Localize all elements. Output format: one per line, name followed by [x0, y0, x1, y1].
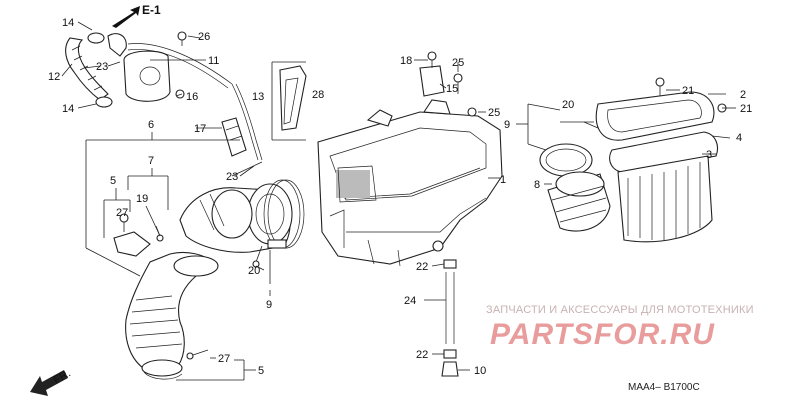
callout-27-upper: 27: [116, 207, 128, 219]
leader-lines: [61, 21, 736, 381]
callout-21-bottom: 21: [740, 103, 752, 115]
callout-27-lower: 27: [218, 353, 230, 365]
callout-13: 13: [252, 91, 264, 103]
callout-20-lower: 20: [248, 265, 260, 277]
part-28-strip: [271, 61, 307, 141]
filter-element-group: [595, 91, 719, 243]
callout-24: 24: [404, 295, 416, 307]
intake-duct-group: [179, 179, 305, 268]
callout-14-top: 14: [62, 17, 74, 29]
callout-15: 15: [446, 83, 458, 95]
front-arrow-icon: [30, 370, 68, 396]
callout-2: 2: [740, 89, 746, 101]
callout-22-top: 22: [416, 261, 428, 273]
drain-assembly: [441, 259, 459, 377]
callout-3: 3: [706, 149, 712, 161]
filter-connector-group: [539, 121, 611, 232]
front-direction-indicator: FR.: [30, 367, 73, 396]
callout-9-right: 9: [504, 119, 510, 131]
callout-5-lower: 5: [258, 365, 264, 377]
callout-8: 8: [534, 179, 540, 191]
callout-20-right: 20: [562, 99, 574, 111]
callout-22-bottom: 22: [416, 349, 428, 361]
air-cleaner-housing: [317, 99, 503, 267]
callout-1: 1: [500, 174, 506, 186]
callout-14-bottom: 14: [62, 103, 74, 115]
callout-labels: 1 2 3 4 5 5 6 7 8 9 9 10 11 12 13 14 14 …: [48, 17, 752, 377]
drawing-code: MAA4– B1700C: [628, 382, 700, 393]
section-ref-label: E-1: [142, 3, 161, 17]
callout-23-top: 23: [96, 61, 108, 73]
callout-11: 11: [208, 55, 219, 67]
callout-26: 26: [198, 31, 210, 43]
callout-5-upper: 5: [110, 175, 116, 187]
callout-23-mid: 23: [226, 171, 238, 183]
callout-16: 16: [186, 91, 198, 103]
callout-12: 12: [48, 71, 60, 83]
callout-17: 17: [194, 123, 206, 135]
section-reference: E-1: [112, 3, 161, 28]
top-bracket-group: [419, 51, 727, 117]
callout-25-top: 25: [452, 57, 464, 69]
callout-9-lower: 9: [266, 299, 272, 311]
callout-7: 7: [148, 155, 154, 167]
callout-25-mid: 25: [488, 107, 500, 119]
breather-hose-group: [65, 31, 263, 161]
callout-28: 28: [312, 89, 324, 101]
front-label: FR.: [52, 367, 73, 386]
callout-4: 4: [736, 132, 742, 144]
lower-intake-hose: [113, 213, 219, 380]
watermark-logo: PARTSFOR.RU: [490, 318, 715, 351]
callout-19: 19: [136, 193, 148, 205]
callout-6: 6: [148, 119, 154, 131]
part-17-band: [221, 117, 247, 157]
callout-10: 10: [474, 365, 486, 377]
watermark-caption: ЗАПЧАСТИ И АКСЕССУАРЫ ДЛЯ МОТОТЕХНИКИ: [486, 304, 754, 316]
callout-21-top: 21: [682, 85, 694, 97]
callout-18: 18: [400, 55, 412, 67]
reference-arrow-icon: [112, 6, 140, 28]
